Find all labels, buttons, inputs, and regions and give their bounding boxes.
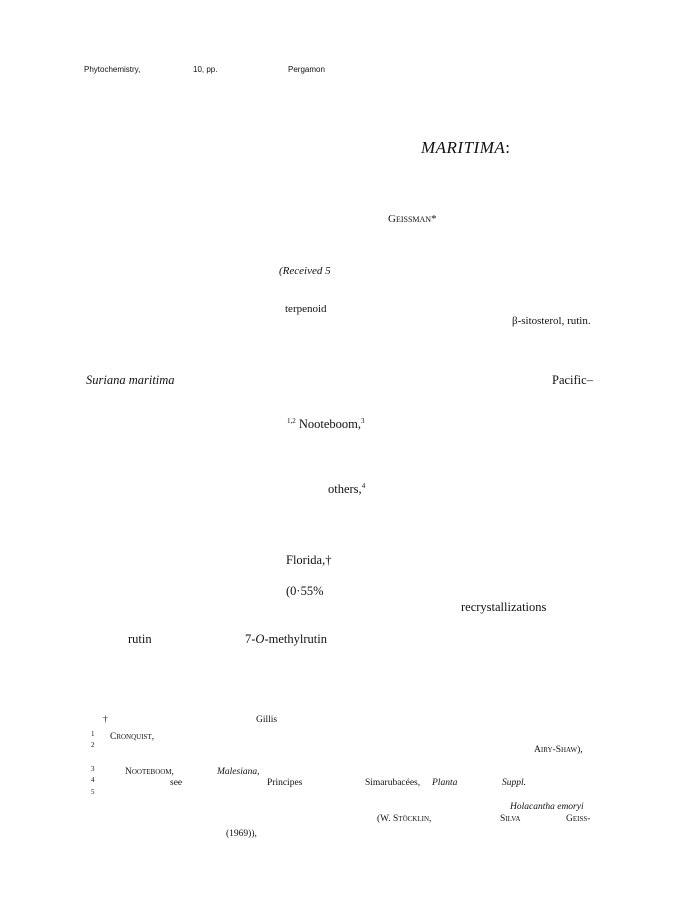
author-asterisk: *: [431, 213, 437, 225]
footnote-dagger: †: [103, 715, 108, 725]
ref-4: 4: [361, 482, 366, 490]
title-species: MARITIMA:: [421, 139, 511, 156]
region-text: Pacific–: [552, 373, 593, 387]
abstract-word: terpenoid: [285, 303, 327, 315]
footnote-airyshaw: Airy-Shaw),: [534, 745, 583, 755]
footnote-see: see: [170, 778, 183, 788]
author-name: Geissman*: [388, 214, 437, 225]
ref-3: 3: [361, 417, 365, 425]
footnote-year: (1969)),: [226, 829, 257, 839]
methylrutin-text: 7-O-methylrutin: [245, 633, 327, 646]
footnote-simarubacees: Simarubacées,: [365, 778, 421, 788]
footnote-malesiana: Malesiana,: [217, 767, 260, 777]
methylrutin-prefix: 7-: [245, 632, 256, 646]
received-date: (Received 5: [279, 265, 331, 277]
footnote-geiss: Geiss-: [566, 814, 591, 824]
footnote-nooteboom: Nooteboom,: [125, 767, 174, 777]
methylrutin-o: O: [255, 632, 265, 646]
rutin-text: rutin: [128, 632, 152, 646]
author-surname: Geissman: [388, 213, 432, 225]
footnote-num-4: 4: [91, 776, 95, 784]
journal-name: Phytochemistry,: [84, 65, 141, 74]
journal-volume: 10, pp.: [193, 65, 218, 74]
footnote-gillis: Gillis: [256, 715, 278, 725]
abstract-compounds: β-sitosterol, rutin.: [512, 315, 591, 327]
species-name: Suriana maritima: [86, 373, 175, 387]
others-ref: others,4: [328, 483, 365, 496]
nooteboom-ref: 1,2 Nooteboom,3: [287, 418, 365, 431]
footnote-stocklin-text: (W. Stöcklin,: [377, 814, 432, 824]
footnote-num-1: 1: [91, 730, 95, 738]
others-text: others,: [328, 482, 362, 496]
title-colon: :: [505, 138, 511, 157]
recrystallizations-text: recrystallizations: [461, 600, 547, 614]
footnote-suppl: Suppl.: [502, 778, 527, 788]
footnote-planta: Planta: [432, 778, 458, 788]
footnote-stocklin: (W. Stöcklin,: [377, 814, 432, 825]
footnote-holacantha: Holacantha emoryi: [510, 802, 584, 812]
title-species-text: MARITIMA: [421, 138, 506, 157]
florida-text: Florida,†: [286, 553, 332, 567]
methylrutin-suffix: -methylrutin: [264, 632, 327, 646]
footnote-cronquist: Cronquist,: [110, 732, 155, 742]
footnote-principes: Principes: [267, 778, 303, 788]
footnote-num-3: 3: [91, 765, 95, 773]
footnote-num-2: 2: [91, 741, 95, 749]
footnote-num-5: 5: [91, 788, 95, 796]
percent-text: (0·55%: [286, 584, 324, 598]
publisher: Pergamon: [288, 65, 325, 74]
ref-1-2: 1,2: [287, 417, 296, 425]
nooteboom-text: Nooteboom,: [298, 417, 362, 431]
footnote-silva: Silva: [500, 814, 521, 824]
